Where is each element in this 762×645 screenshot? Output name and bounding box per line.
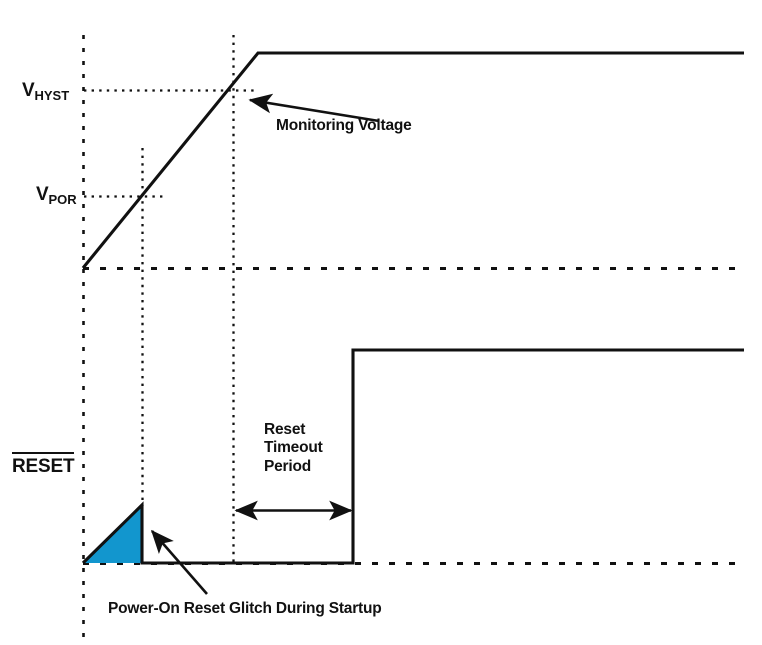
label-v-hyst-symbol: V <box>22 80 35 101</box>
annotation-label-reset-timeout-period-line3: Period <box>264 457 312 475</box>
annotation-label-reset-timeout-period-line2: Timeout <box>264 439 323 457</box>
label-v-hyst-subscript: HYST <box>34 88 70 103</box>
label-reset-signal: RESET <box>12 452 75 478</box>
trace-monitoring-voltage <box>81 51 744 269</box>
label-reset-signal-text: RESET <box>12 452 75 478</box>
annotation-label-monitoring-voltage: Monitoring Voltage <box>276 117 412 134</box>
label-v-hyst: VHYST <box>22 80 70 103</box>
annotation-label-power-on-reset-glitch: Power-On Reset Glitch During Startup <box>108 600 382 617</box>
annotation-label-reset-timeout-period-line1: Reset <box>264 421 306 438</box>
label-v-por-subscript: POR <box>48 192 77 207</box>
annotation-arrow-monitoring-voltage <box>248 93 380 123</box>
label-v-por: VPOR <box>36 184 77 207</box>
annotation-arrow-power-on-reset-glitch <box>150 529 208 595</box>
label-v-por-symbol: V <box>36 184 49 205</box>
trace-reset <box>81 348 744 565</box>
annotation-label-reset-timeout-period: Reset Timeout Period <box>264 421 323 476</box>
